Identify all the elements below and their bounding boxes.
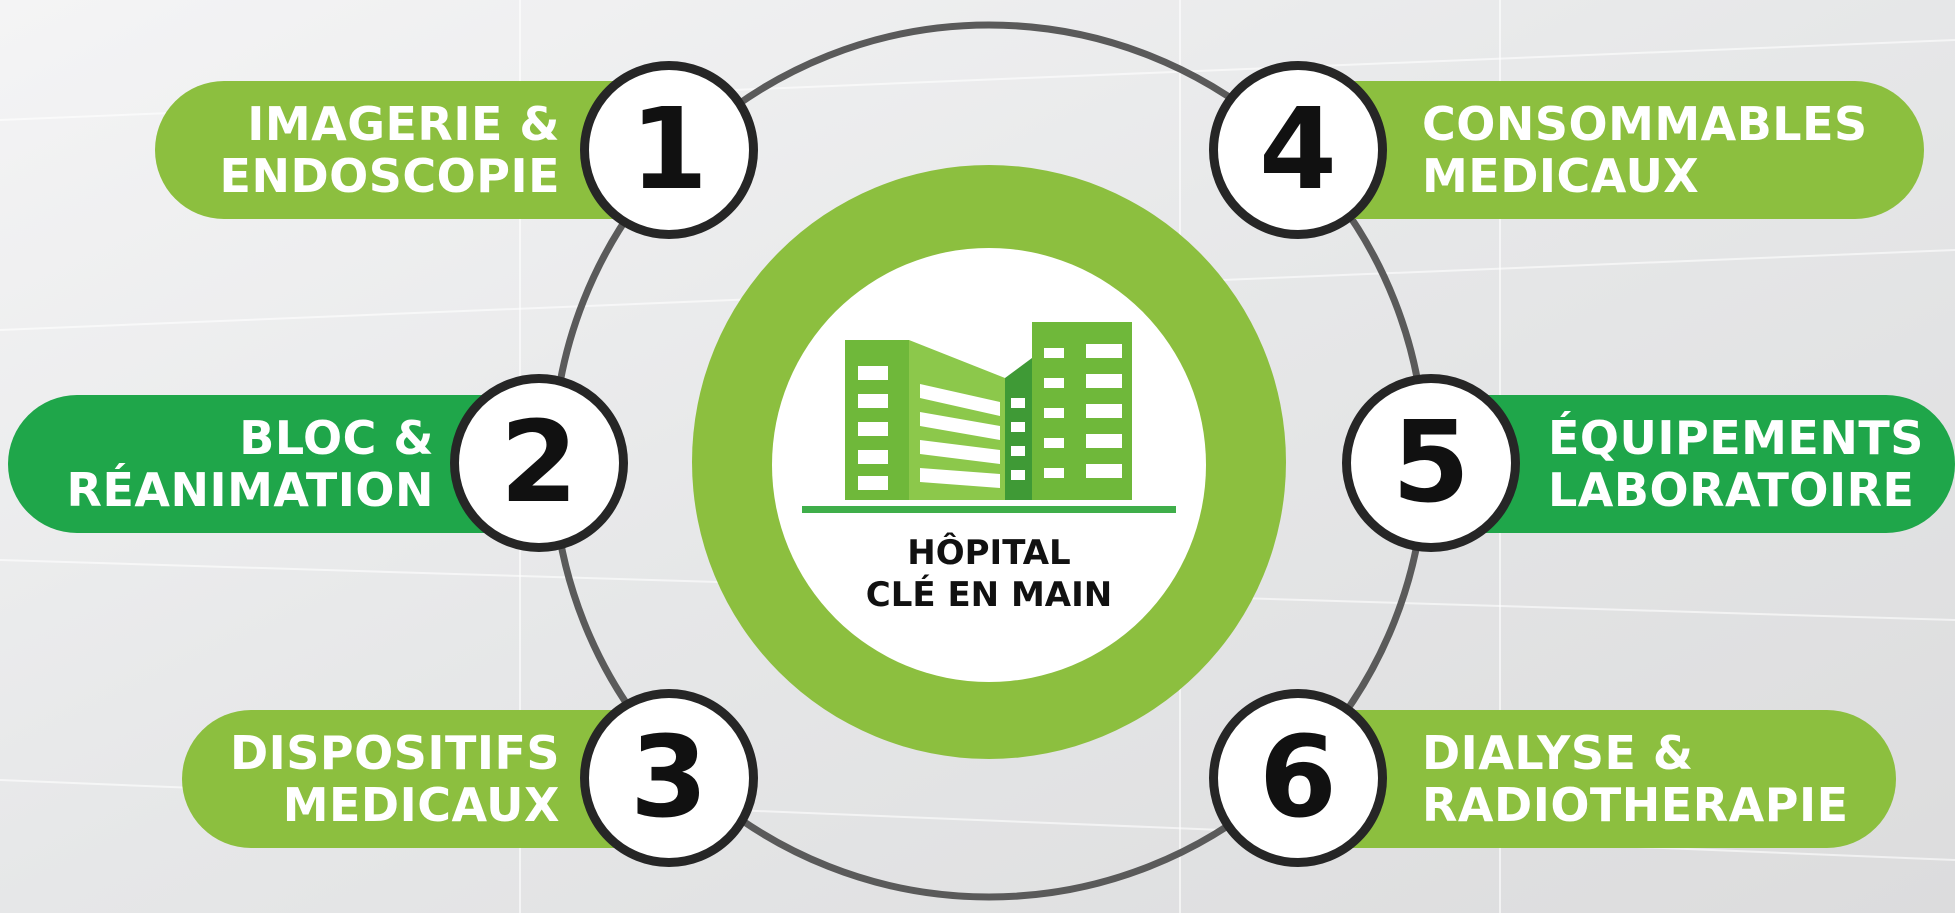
item-6-line2: RADIOTHERAPIE	[1422, 778, 1849, 832]
item-6-label-pill: DIALYSE & RADIOTHERAPIE	[1300, 710, 1896, 848]
center-title-line1: HÔPITAL	[907, 533, 1071, 573]
item-6-line1: DIALYSE &	[1422, 726, 1694, 780]
item-2-line1: BLOC &	[239, 411, 434, 465]
item-4-label-pill: CONSOMMABLES MEDICAUX	[1300, 81, 1924, 219]
item-6-number-badge: 6	[1209, 689, 1387, 867]
item-2-number-badge: 2	[450, 374, 628, 552]
item-3-line2: MEDICAUX	[282, 778, 560, 832]
item-4-number-badge: 4	[1209, 61, 1387, 239]
center-title: HÔPITAL CLÉ EN MAIN	[800, 532, 1178, 616]
hospital-building-icon	[802, 322, 1176, 513]
item-1-number-badge: 1	[580, 61, 758, 239]
item-3-line1: DISPOSITIFS	[229, 726, 560, 780]
item-4-line1: CONSOMMABLES	[1422, 97, 1868, 151]
item-2-line2: RÉANIMATION	[66, 463, 434, 517]
item-5-line1: ÉQUIPEMENTS	[1548, 411, 1924, 465]
item-1-line1: IMAGERIE &	[247, 97, 560, 151]
item-5-line2: LABORATOIRE	[1548, 463, 1915, 517]
item-1-line2: ENDOSCOPIE	[219, 149, 560, 203]
item-4-line2: MEDICAUX	[1422, 149, 1700, 203]
item-3-number-badge: 3	[580, 689, 758, 867]
item-5-number-badge: 5	[1342, 374, 1520, 552]
center-title-line2: CLÉ EN MAIN	[865, 575, 1113, 615]
